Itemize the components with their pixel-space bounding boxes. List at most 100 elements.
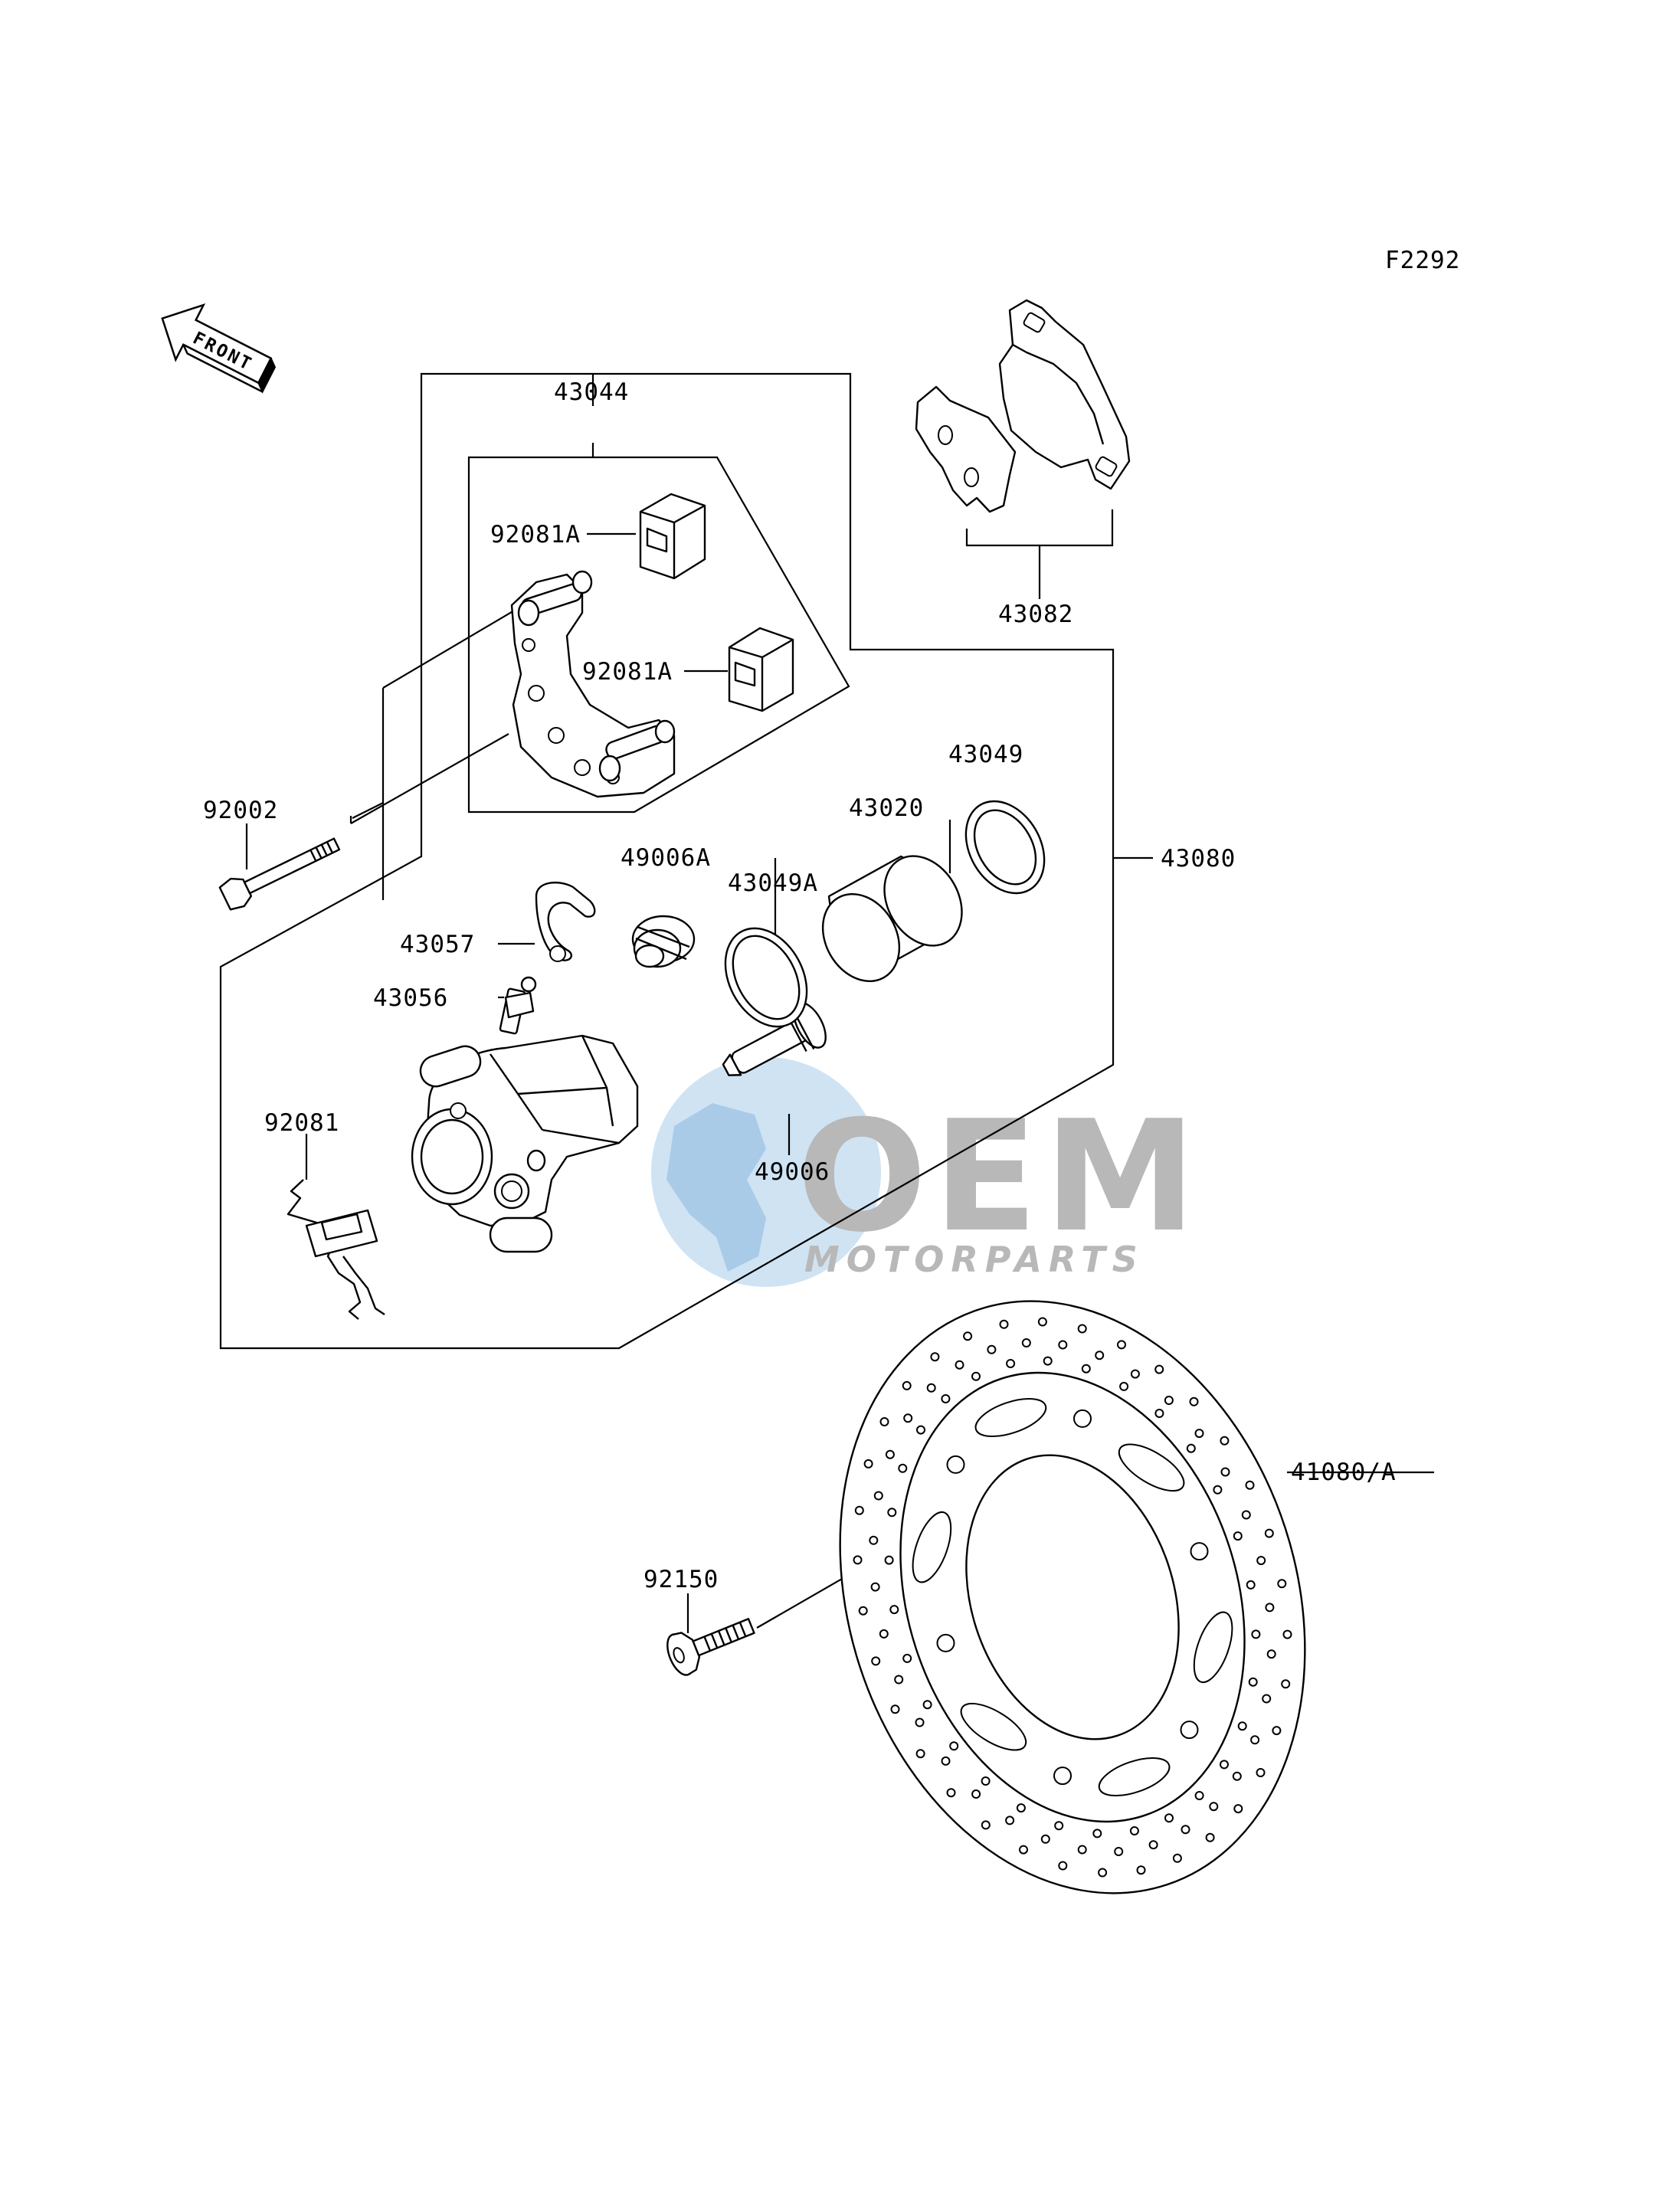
pad-set-bracket — [965, 509, 1114, 547]
disc-drill-hole — [1282, 1629, 1292, 1639]
disc-drill-hole — [1266, 1649, 1276, 1659]
disc-drill-hole — [999, 1319, 1009, 1329]
disc-drill-hole — [971, 1789, 981, 1799]
callout-92150: 92150 — [644, 1566, 719, 1593]
disc-drill-hole — [1058, 1861, 1068, 1871]
disc-drill-hole — [1119, 1381, 1129, 1391]
disc-mount-hole — [936, 1633, 955, 1652]
disc-vent-slot — [1098, 1757, 1171, 1797]
disc-drill-hole — [1092, 1829, 1102, 1838]
brake-disc — [839, 1300, 1306, 1894]
callout-49006: 49006 — [755, 1158, 830, 1186]
disc-drill-hole — [870, 1582, 880, 1592]
pad-spring — [287, 1179, 385, 1320]
disc-drill-hole — [854, 1505, 864, 1515]
disc-drill-hole — [869, 1535, 879, 1545]
disc-drill-hole — [1233, 1531, 1243, 1541]
callout-49006a: 49006A — [621, 844, 711, 872]
disc-drill-hole — [1272, 1726, 1282, 1736]
disc-mount-hole — [1190, 1542, 1209, 1561]
disc-drill-hole — [1172, 1853, 1182, 1863]
disc-drill-hole — [1245, 1480, 1255, 1490]
disc-drill-hole — [1213, 1485, 1223, 1495]
disc-drill-hole — [1154, 1409, 1164, 1418]
disc-drill-hole — [941, 1756, 951, 1766]
disc-drill-hole — [1117, 1340, 1126, 1350]
disc-drill-hole — [1021, 1338, 1031, 1347]
disc-drill-hole — [1098, 1868, 1108, 1878]
seal-ring-a — [724, 927, 808, 1028]
disc-drill-hole — [1256, 1768, 1266, 1777]
disc-drill-hole — [1054, 1821, 1064, 1831]
disc-mount-hole — [1180, 1721, 1199, 1740]
disc-drill-hole — [1129, 1826, 1139, 1835]
disc-drill-hole — [902, 1380, 912, 1390]
disc-drill-hole — [1265, 1603, 1275, 1613]
disc-drill-hole — [1237, 1721, 1247, 1731]
disc-bolt — [666, 1618, 755, 1676]
disc-drill-hole — [1220, 1467, 1230, 1477]
disc-drill-hole — [1209, 1802, 1219, 1812]
disc-drill-hole — [946, 1788, 956, 1798]
disc-mount-hole — [946, 1455, 965, 1474]
watermark-logo-text: OEM — [797, 1088, 1203, 1266]
disc-drill-hole — [1077, 1845, 1087, 1855]
caliper-assembly-frame — [219, 372, 1115, 1350]
disc-drill-hole — [1264, 1528, 1274, 1538]
disc-drill-hole — [1037, 1317, 1047, 1327]
bracket-assembly-frame — [467, 456, 850, 814]
disc-drill-hole — [941, 1394, 951, 1403]
seal-ring — [964, 800, 1046, 895]
disc-drill-hole — [863, 1459, 873, 1468]
disc-drill-hole — [1241, 1510, 1251, 1520]
disc-drill-hole — [981, 1820, 991, 1830]
disc-drill-hole — [1246, 1580, 1256, 1590]
disc-drill-hole — [915, 1717, 925, 1727]
disc-drill-hole — [858, 1606, 868, 1616]
disc-mount-hole — [1053, 1766, 1072, 1786]
disc-drill-hole — [871, 1656, 881, 1666]
piston — [821, 855, 963, 983]
disc-drill-hole — [1005, 1816, 1015, 1825]
disc-drill-hole — [1233, 1804, 1243, 1814]
callout-43057: 43057 — [400, 931, 475, 958]
disc-vent-slot — [1118, 1443, 1185, 1492]
figure-code: F2292 — [1385, 247, 1460, 274]
disc-drill-hole — [1006, 1359, 1016, 1368]
disc-drill-hole — [894, 1675, 904, 1685]
disc-drill-hole — [885, 1449, 895, 1459]
disc-drill-hole — [930, 1352, 940, 1362]
disc-drill-hole — [1250, 1735, 1260, 1745]
disc-drill-hole — [1256, 1556, 1266, 1566]
disc-drill-hole — [1040, 1834, 1050, 1844]
disc-drill-hole — [971, 1371, 981, 1381]
disc-drill-hole — [1220, 1436, 1230, 1446]
bleeder-cap — [535, 882, 596, 962]
disc-drill-hole — [898, 1463, 908, 1473]
disc-drill-hole — [1181, 1825, 1190, 1835]
boot — [631, 915, 696, 968]
watermark: OEM MOTORPARTS — [651, 1057, 1203, 1287]
disc-drill-hole — [949, 1741, 959, 1751]
disc-drill-hole — [1058, 1340, 1068, 1350]
disc-drill-hole — [1130, 1369, 1140, 1379]
callout-43056: 43056 — [373, 984, 448, 1012]
disc-drill-hole — [1186, 1443, 1196, 1453]
brake-pad-pair — [915, 299, 1131, 513]
pad-shim-upper — [639, 493, 706, 580]
callout-43020: 43020 — [849, 794, 924, 822]
disc-drill-hole — [1232, 1771, 1242, 1781]
callout-41080a: 41080/A — [1291, 1459, 1397, 1486]
disc-drill-hole — [1277, 1579, 1287, 1589]
watermark-continent-shape — [666, 1103, 766, 1272]
disc-drill-hole — [879, 1629, 889, 1639]
disc-drill-hole — [922, 1700, 932, 1710]
disc-drill-hole — [1136, 1865, 1146, 1875]
disc-drill-hole — [1114, 1847, 1124, 1856]
callout-43049a: 43049A — [728, 869, 818, 897]
disc-drill-hole — [1148, 1840, 1158, 1850]
disc-drill-hole — [873, 1491, 883, 1501]
disc-drill-hole — [1164, 1813, 1174, 1823]
disc-drill-hole — [879, 1417, 889, 1426]
disc-vent-slot — [912, 1511, 952, 1583]
